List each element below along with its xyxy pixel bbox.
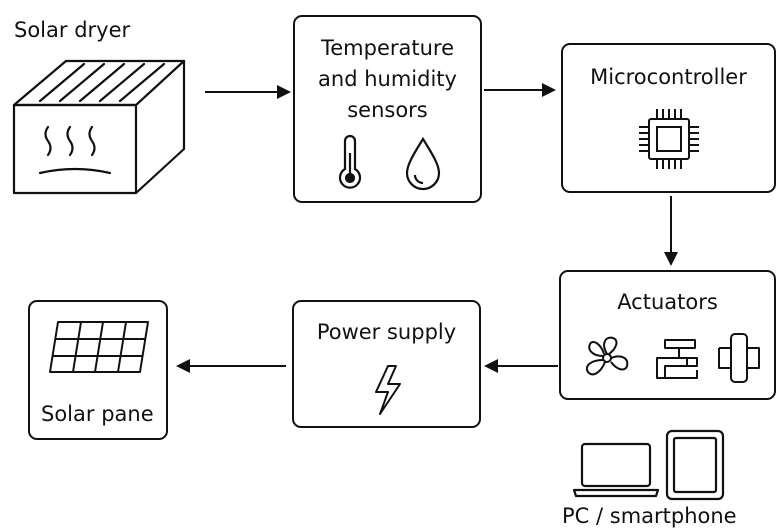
water-drop-icon [405,136,441,191]
sensors-label-line3: sensors [347,98,428,122]
microcontroller-label: Microcontroller [590,65,747,89]
fan-icon [585,336,629,376]
arrow-sensors-to-microcontroller [484,83,556,97]
chip-icon [639,109,699,169]
arrow-actuators-to-power [484,359,558,373]
valve-icon [656,339,698,379]
actuators-label: Actuators [617,290,718,314]
pc-smartphone-label: PC / smartphone [562,504,737,528]
thermometer-icon [338,134,362,189]
actuators-box: Actuators [559,270,776,400]
lightning-icon [375,365,401,415]
sensors-label-line1: Temperature [320,36,455,60]
solar-dryer-icon [12,59,186,195]
laptop-icon [572,442,660,498]
heater-icon [718,333,760,383]
arrow-microcontroller-to-actuators [664,196,678,266]
arrow-power-to-solar-panel [176,359,286,373]
power-supply-label: Power supply [316,320,457,344]
power-supply-box: Power supply [292,300,481,428]
solar-panel-icon [49,321,149,373]
solar-panel-box: Solar pane [28,300,168,440]
arrow-dryer-to-sensors [205,85,291,99]
solar-dryer-label: Solar dryer [14,18,131,42]
sensors-label-line2: and humidity [318,67,457,91]
solar-panel-label: Solar pane [41,402,154,426]
microcontroller-box: Microcontroller [561,43,776,193]
sensors-box: Temperature and humidity sensors [293,15,482,203]
tablet-icon [665,429,725,501]
